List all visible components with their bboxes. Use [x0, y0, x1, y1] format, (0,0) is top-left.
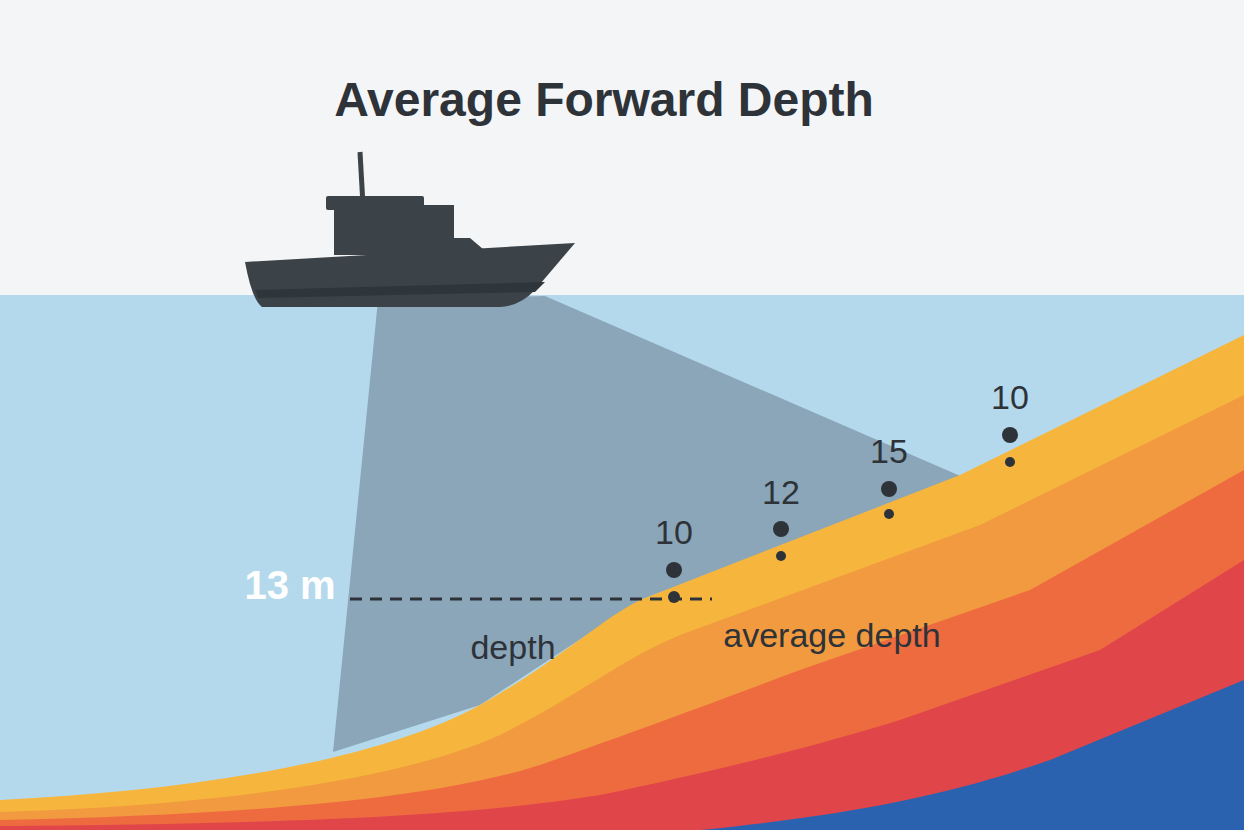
seabed-dot [1005, 457, 1015, 467]
hull-stripe [255, 282, 545, 298]
sky [0, 0, 1244, 295]
sounding-number: 12 [762, 474, 800, 511]
bedrock-layer [0, 680, 1244, 830]
sounding-dot [666, 562, 682, 578]
sounding-dot [773, 521, 789, 537]
sounding-dot [1002, 427, 1018, 443]
seabed-dot [668, 591, 680, 603]
sounding-dots [666, 427, 1018, 603]
diagram-title: Average Forward Depth [334, 74, 874, 127]
seabed-dot [776, 551, 786, 561]
sounding-number: 10 [991, 379, 1029, 416]
seabed-layer [0, 335, 1244, 830]
depth-label: depth [470, 629, 555, 666]
seabed-layer [0, 395, 1244, 830]
sounding-number: 10 [655, 514, 693, 551]
sounding-dot [881, 481, 897, 497]
seabed-dot [884, 509, 894, 519]
sounding-number: 15 [870, 433, 908, 470]
seabed-layer [0, 470, 1244, 830]
boat-hull [245, 243, 575, 307]
water [0, 295, 1244, 830]
depth-dashed-line [350, 598, 712, 601]
seabed-layer [0, 560, 1244, 830]
average-depth-label: average depth [723, 617, 940, 654]
depth-value: 13 m [244, 563, 335, 607]
